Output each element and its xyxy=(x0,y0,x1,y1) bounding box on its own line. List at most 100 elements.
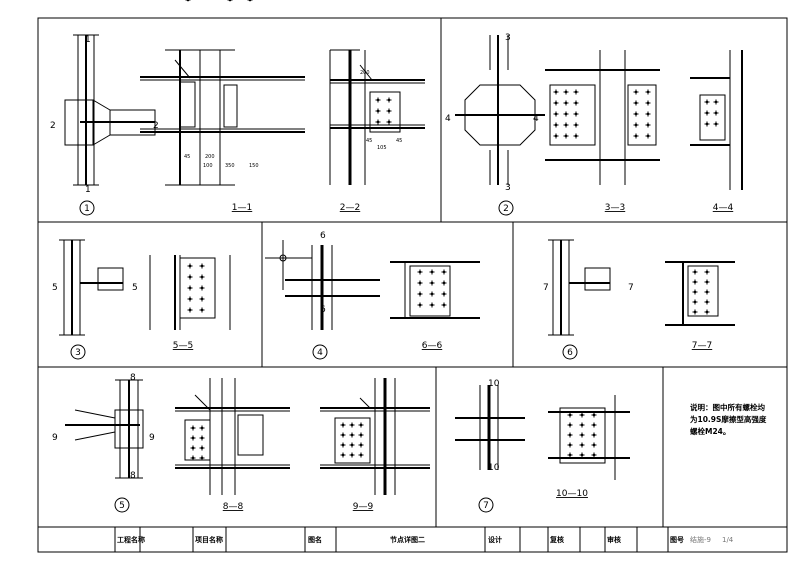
general-note: 说明：图中所有螺栓均 为10.9S摩擦型高强度 螺栓M24。 xyxy=(690,402,767,436)
bolt xyxy=(430,270,434,274)
plate xyxy=(334,417,371,464)
detail-2-label: 2 xyxy=(498,200,514,216)
bolt xyxy=(228,0,232,2)
bolt xyxy=(442,270,446,274)
svg-text:6: 6 xyxy=(320,305,326,315)
svg-text:2: 2 xyxy=(503,204,509,214)
bolt xyxy=(376,109,380,113)
detail-3-label: 3 xyxy=(70,344,86,360)
bolt xyxy=(376,120,380,124)
svg-text:说明：图中所有螺栓均: 说明：图中所有螺栓均 xyxy=(690,402,765,412)
bolt xyxy=(200,308,204,312)
svg-text:4: 4 xyxy=(533,114,539,124)
cad-line xyxy=(92,134,111,146)
plate xyxy=(549,84,596,146)
plate xyxy=(584,267,611,291)
bolt xyxy=(418,270,422,274)
bolt xyxy=(186,0,190,2)
bolt xyxy=(200,446,204,450)
bolt xyxy=(574,123,578,127)
svg-text:5: 5 xyxy=(132,283,138,293)
bolt xyxy=(554,134,558,138)
bolt xyxy=(359,433,363,437)
bolt xyxy=(568,433,572,437)
svg-text:45: 45 xyxy=(396,138,402,144)
bolt xyxy=(592,443,596,447)
svg-text:3: 3 xyxy=(75,348,81,358)
bolt xyxy=(574,112,578,116)
bolt xyxy=(191,426,195,430)
svg-text:为10.9S摩擦型高强度: 为10.9S摩擦型高强度 xyxy=(690,414,767,424)
bolt xyxy=(200,456,204,460)
bolt xyxy=(568,423,572,427)
plate xyxy=(179,257,216,319)
bolt xyxy=(634,101,638,105)
bolt xyxy=(191,446,195,450)
plate xyxy=(179,81,196,128)
bolt xyxy=(693,270,697,274)
svg-text:工程名称: 工程名称 xyxy=(117,535,145,544)
bolt xyxy=(564,123,568,127)
bolt xyxy=(430,292,434,296)
svg-text:8: 8 xyxy=(130,373,136,383)
svg-text:8: 8 xyxy=(130,471,136,481)
bolt xyxy=(592,433,596,437)
bolt xyxy=(646,90,650,94)
bolt xyxy=(634,123,638,127)
detail-labels: 1 1—1 2—2 2 3—3 4—4 3 5—5 4 6—6 6 7—7 5 … xyxy=(70,200,734,513)
bolt xyxy=(350,453,354,457)
bolt xyxy=(387,120,391,124)
plate xyxy=(559,407,606,464)
svg-text:10: 10 xyxy=(488,379,500,389)
bolt xyxy=(705,290,709,294)
svg-text:3: 3 xyxy=(505,33,511,43)
plate xyxy=(409,265,451,317)
bolt xyxy=(705,280,709,284)
bolt xyxy=(580,433,584,437)
bolt xyxy=(634,90,638,94)
section-title: 7—7 xyxy=(692,341,712,351)
bolt xyxy=(188,286,192,290)
bolt xyxy=(188,308,192,312)
svg-text:5: 5 xyxy=(119,501,125,511)
bolt xyxy=(693,280,697,284)
cad-line xyxy=(359,64,373,81)
section-title: 8—8 xyxy=(223,502,244,512)
svg-text:图号: 图号 xyxy=(670,535,684,544)
bolt xyxy=(387,98,391,102)
svg-text:螺栓M24。: 螺栓M24。 xyxy=(690,426,730,436)
bolt xyxy=(580,423,584,427)
svg-text:结施-9: 结施-9 xyxy=(690,535,711,544)
bolt xyxy=(430,303,434,307)
svg-text:设计: 设计 xyxy=(488,535,502,544)
plate xyxy=(369,91,401,133)
bolt xyxy=(191,436,195,440)
bolt xyxy=(693,300,697,304)
bolt xyxy=(574,101,578,105)
svg-text:1/4: 1/4 xyxy=(722,536,734,544)
section-title: 4—4 xyxy=(713,203,734,213)
bolt xyxy=(442,292,446,296)
bolt xyxy=(714,122,718,126)
drawing-frame xyxy=(37,17,788,553)
bolt xyxy=(714,100,718,104)
bolt xyxy=(341,443,345,447)
cross-plate xyxy=(464,84,536,146)
cad-line xyxy=(92,99,111,111)
bolt xyxy=(418,292,422,296)
bolt xyxy=(359,443,363,447)
bolt xyxy=(200,436,204,440)
bolt xyxy=(705,100,709,104)
bolt xyxy=(200,264,204,268)
bolt xyxy=(350,443,354,447)
bolt xyxy=(634,112,638,116)
cad-line xyxy=(359,397,371,409)
bolt xyxy=(554,112,558,116)
svg-text:3: 3 xyxy=(505,183,511,193)
bolt xyxy=(200,275,204,279)
section-title: 6—6 xyxy=(422,341,443,351)
bolt xyxy=(705,122,709,126)
svg-text:10: 10 xyxy=(488,463,500,473)
svg-text:45: 45 xyxy=(184,154,190,160)
svg-text:7: 7 xyxy=(628,283,634,293)
